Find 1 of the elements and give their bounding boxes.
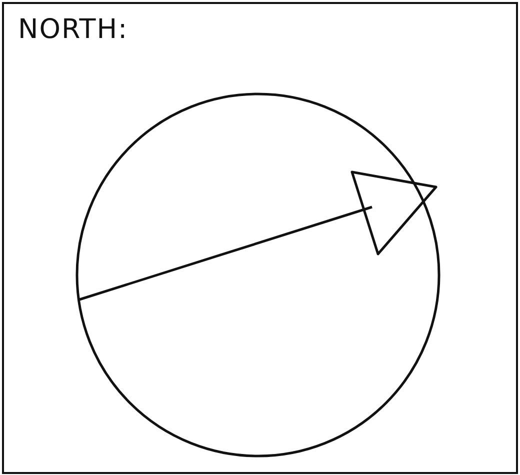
- heading-text: NORTH:: [18, 14, 128, 45]
